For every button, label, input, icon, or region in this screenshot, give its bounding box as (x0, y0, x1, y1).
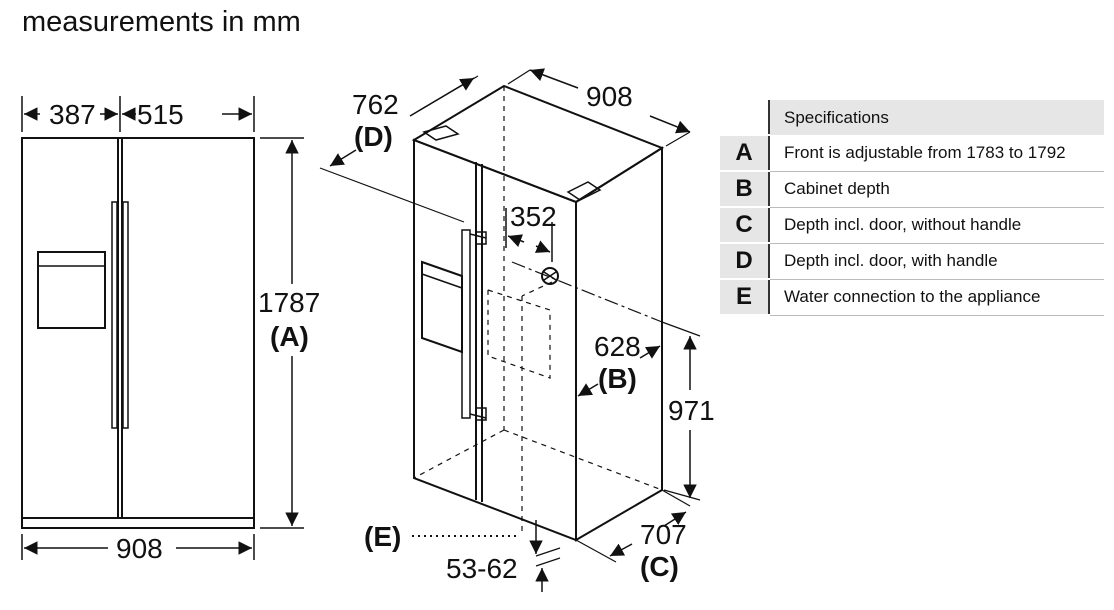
dim-water-offset: 352 (510, 201, 557, 232)
dim-depth-without-handle-label: (C) (640, 551, 679, 582)
front-view (21, 96, 304, 560)
spec-key: C (720, 207, 769, 244)
dim-foot-gap: 53-62 (446, 553, 518, 584)
spec-row-e: E Water connection to the appliance (720, 279, 1104, 316)
right-door-handle (122, 201, 129, 429)
spec-row-d: D Depth incl. door, with handle (720, 243, 1104, 280)
dim-width-left: 387 (49, 99, 96, 130)
dim-cabinet-depth: 628 (594, 331, 641, 362)
spec-key: E (720, 279, 769, 316)
spec-row-a: A Front is adjustable from 1783 to 1792 (720, 135, 1104, 172)
spec-key: D (720, 243, 769, 280)
spec-text: Front is adjustable from 1783 to 1792 (768, 135, 1104, 172)
dim-water-height: 971 (668, 395, 715, 426)
dim-depth-with-handle-label: (D) (354, 121, 393, 152)
spec-row-b: B Cabinet depth (720, 171, 1104, 208)
water-dispenser (37, 251, 106, 329)
dim-total-width: 908 (116, 533, 163, 564)
specifications-table: Specifications A Front is adjustable fro… (720, 100, 1104, 316)
page-title: measurements in mm (22, 6, 301, 38)
dim-water-connection-label: (E) (364, 521, 401, 552)
dim-depth-with-handle: 762 (352, 89, 399, 120)
spec-text: Cabinet depth (768, 171, 1104, 208)
water-connection-point (541, 267, 559, 285)
spec-header-row: Specifications (720, 100, 1104, 136)
dim-cabinet-depth-label: (B) (598, 363, 637, 394)
spec-text: Water connection to the appliance (768, 279, 1104, 316)
spec-key: A (720, 135, 769, 172)
spec-key: B (720, 171, 769, 208)
dim-height-label: (A) (270, 321, 309, 352)
dim-depth-without-handle: 707 (640, 519, 687, 550)
dim-width-right: 515 (137, 99, 184, 130)
spec-text: Depth incl. door, with handle (768, 243, 1104, 280)
persp-door-handle (461, 229, 471, 419)
spec-text: Depth incl. door, without handle (768, 207, 1104, 244)
spec-row-c: C Depth incl. door, without handle (720, 207, 1104, 244)
dim-height: 1787 (258, 287, 320, 318)
fridge-outline (21, 137, 255, 529)
spec-header: Specifications (768, 100, 1104, 135)
left-door-handle (111, 201, 118, 429)
perspective-view (319, 68, 701, 592)
dim-top-width: 908 (586, 81, 633, 112)
